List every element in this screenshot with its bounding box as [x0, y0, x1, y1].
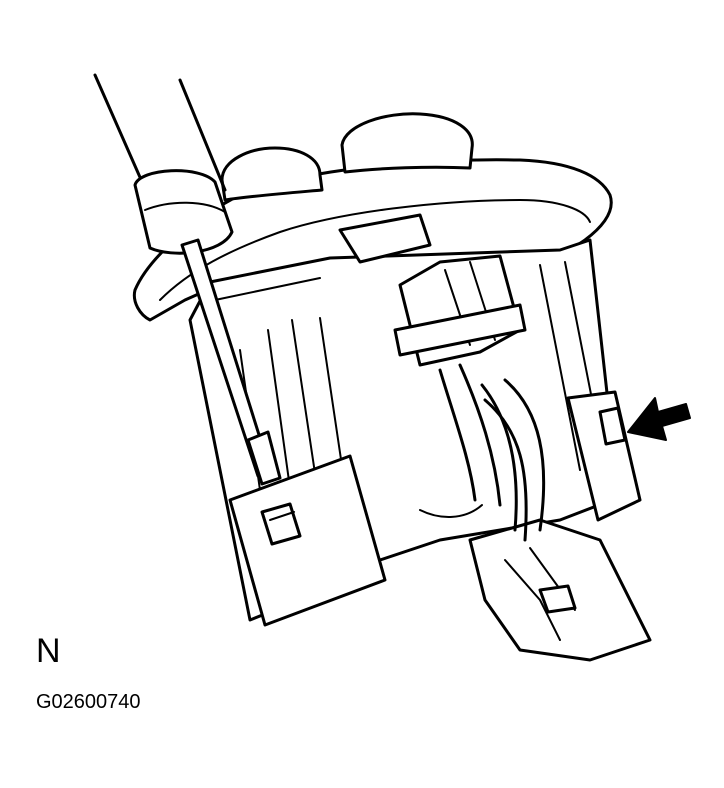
figure-code: G02600740 — [36, 691, 141, 713]
top-boss-left — [220, 146, 324, 202]
top-boss-right — [340, 112, 474, 174]
wire-bundle — [419, 363, 546, 542]
view-letter: N — [36, 632, 61, 670]
arrow-icon — [627, 397, 691, 441]
retaining-clip — [566, 390, 642, 522]
harness-connector — [338, 213, 527, 367]
screwdriver — [93, 73, 282, 486]
lower-connector — [468, 518, 652, 662]
latch-block — [228, 454, 387, 627]
